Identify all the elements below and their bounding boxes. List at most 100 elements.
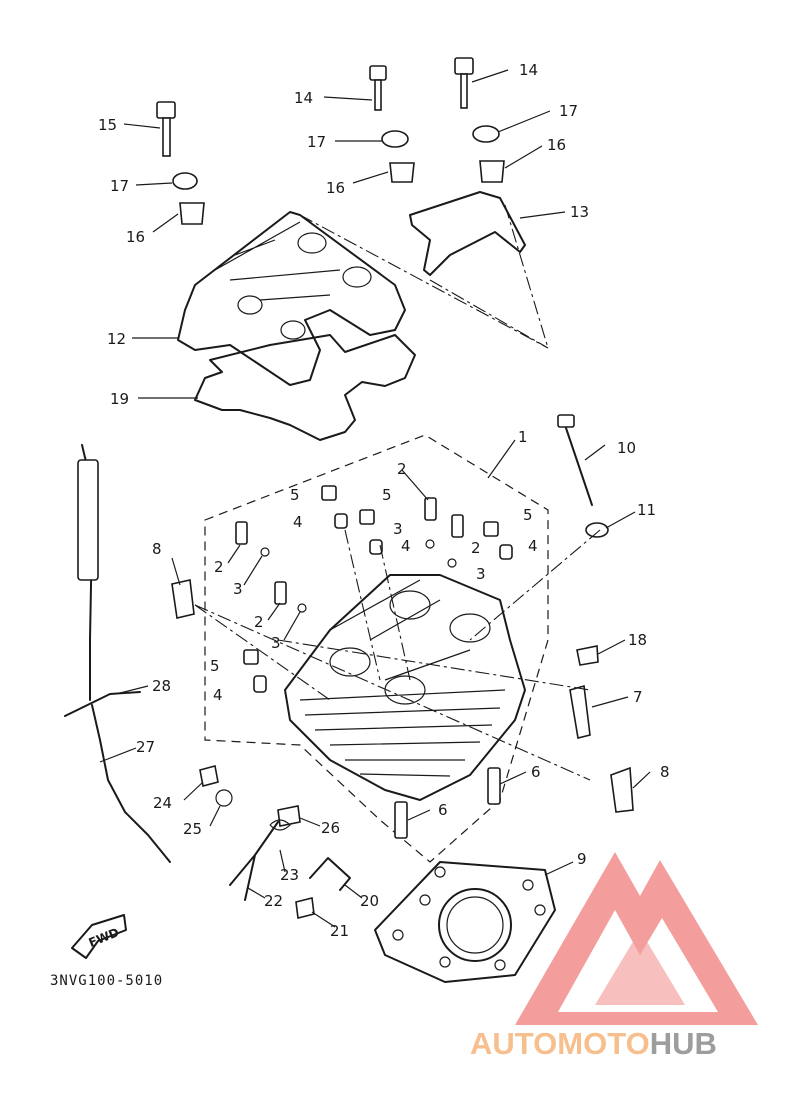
callout-5: 5 (382, 486, 392, 504)
o-ring (297, 603, 307, 613)
spring (269, 819, 291, 831)
spring (610, 766, 634, 813)
stud (424, 497, 437, 521)
lever-shaft (229, 821, 279, 901)
bolt (243, 649, 259, 665)
callout-17: 17 (307, 133, 326, 151)
callout-17: 17 (559, 102, 578, 120)
stud (274, 581, 287, 605)
washer (381, 130, 409, 148)
bolt (321, 485, 337, 501)
callout-4: 4 (213, 686, 223, 704)
stud (235, 521, 248, 545)
callout-22: 22 (264, 892, 283, 910)
callout-15: 15 (98, 116, 117, 134)
cylinder-head-boundary (204, 434, 549, 863)
washer (472, 125, 500, 143)
callout-16: 16 (126, 228, 145, 246)
callout-4: 4 (293, 513, 303, 531)
diagram-code: 3NVG100-5010 (50, 973, 163, 989)
cover-gasket (194, 334, 416, 441)
bolt (369, 65, 387, 111)
callout-6: 6 (531, 763, 541, 781)
callout-2: 2 (471, 539, 481, 557)
spring (171, 579, 195, 619)
cable-hose (91, 704, 171, 863)
leader-lines (99, 69, 651, 928)
callout-4: 4 (528, 537, 538, 555)
bolt (156, 101, 176, 157)
callout-5: 5 (523, 506, 533, 524)
cylinder-head-cover (177, 211, 406, 386)
plug (576, 645, 599, 666)
dowel-pin (499, 544, 513, 560)
assembly-line (299, 204, 549, 349)
logo-text: AUTOMOTOHUB (470, 1026, 717, 1061)
callout-2: 2 (214, 558, 224, 576)
cylinder-head (284, 574, 526, 801)
callout-3: 3 (476, 565, 486, 583)
dowel-pin (334, 513, 348, 529)
callout-3: 3 (271, 634, 281, 652)
callout-2: 2 (254, 613, 264, 631)
cylinder-head-gasket (374, 861, 556, 983)
callout-1: 1 (518, 428, 528, 446)
callout-16: 16 (326, 179, 345, 197)
callout-24: 24 (153, 794, 172, 812)
callout-21: 21 (330, 922, 349, 940)
washer (172, 172, 198, 190)
callout-17: 17 (110, 177, 129, 195)
washer (585, 522, 609, 538)
callout-14: 14 (519, 61, 538, 79)
callout-8: 8 (152, 540, 162, 558)
callout-23: 23 (280, 866, 299, 884)
callout-8: 8 (660, 763, 670, 781)
bolt (454, 57, 474, 109)
logo-triangle-inner (595, 930, 685, 1005)
callout-18: 18 (628, 631, 647, 649)
callout-4: 4 (401, 537, 411, 555)
grommet (479, 160, 505, 183)
callout-26: 26 (321, 819, 340, 837)
fwd-label: FWD (87, 925, 121, 950)
lever (309, 857, 351, 891)
callout-20: 20 (360, 892, 379, 910)
bolt (483, 521, 499, 537)
breather-cover (409, 191, 526, 276)
callout-3: 3 (233, 580, 243, 598)
callout-5: 5 (210, 657, 220, 675)
bolt (295, 897, 315, 919)
callout-5: 5 (290, 486, 300, 504)
long-bolt (557, 414, 593, 506)
washer (215, 789, 233, 807)
stud (394, 801, 408, 839)
decompression-cable (77, 444, 99, 701)
cable-bracket (64, 691, 141, 717)
callout-12: 12 (107, 330, 126, 348)
dowel-pin (253, 675, 267, 693)
fwd-arrow-icon: FWD (71, 914, 127, 959)
grommet (389, 162, 415, 183)
o-ring (447, 558, 457, 568)
assembly-line (194, 529, 601, 781)
stud (487, 767, 501, 805)
bolt (359, 509, 375, 525)
callout-14: 14 (294, 89, 313, 107)
logo-text-hub: HUB (650, 1026, 717, 1061)
callout-27: 27 (136, 738, 155, 756)
stud (451, 514, 464, 538)
callout-9: 9 (577, 850, 587, 868)
grommet (179, 202, 205, 225)
callout-28: 28 (152, 677, 171, 695)
callout-19: 19 (110, 390, 129, 408)
callout-2: 2 (397, 460, 407, 478)
callout-7: 7 (633, 688, 643, 706)
dowel-pin (369, 539, 383, 555)
o-ring (260, 547, 270, 557)
logo-text-automoto: AUTOMOTO (470, 1026, 650, 1061)
callout-3: 3 (393, 520, 403, 538)
spark-plug (569, 684, 591, 739)
o-ring (425, 539, 435, 549)
callout-11: 11 (637, 501, 656, 519)
